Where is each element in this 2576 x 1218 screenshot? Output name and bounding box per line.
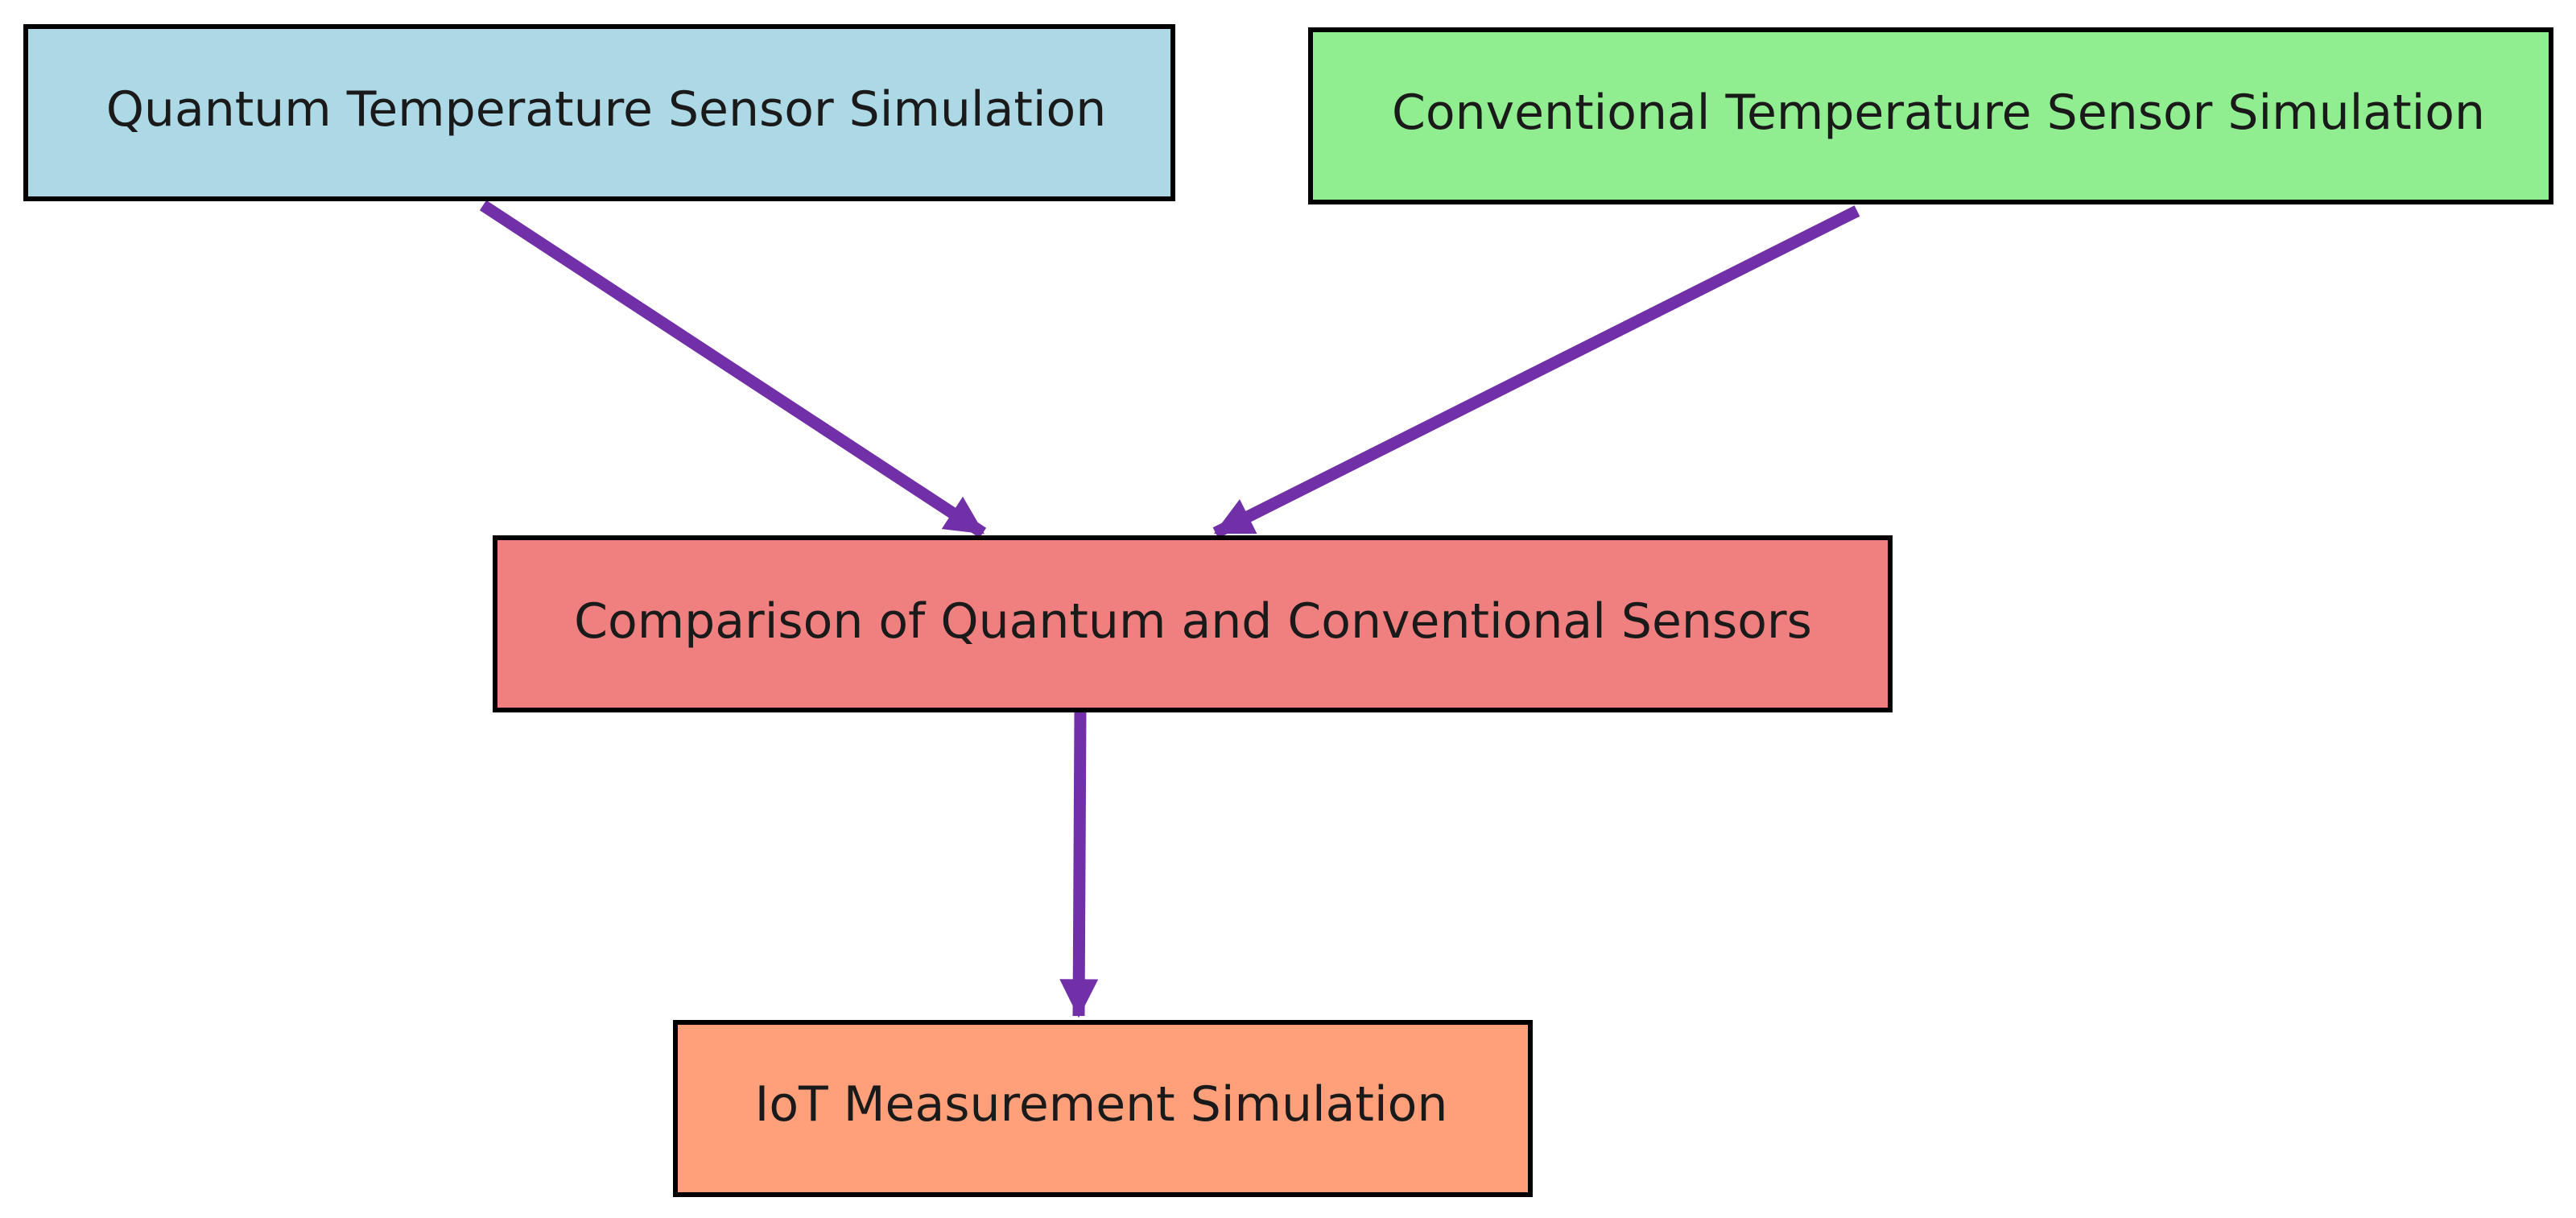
node-iot-measurement-simulation: IoT Measurement Simulation bbox=[673, 1020, 1533, 1197]
arrow-conventional-to-comparison bbox=[1212, 205, 1860, 539]
node-box bbox=[673, 1020, 1533, 1197]
node-box bbox=[493, 535, 1893, 712]
arrow-quantum-to-comparison bbox=[479, 200, 987, 539]
node-conventional-sensor-simulation: Conventional Temperature Sensor Simulati… bbox=[1308, 27, 2553, 204]
arrow-comparison-to-iot bbox=[1059, 711, 1099, 1018]
node-label: IoT Measurement Simulation bbox=[755, 1076, 1448, 1133]
node-box bbox=[1308, 27, 2553, 204]
node-label: Conventional Temperature Sensor Simulati… bbox=[1392, 85, 2485, 141]
node-label: Quantum Temperature Sensor Simulation bbox=[106, 81, 1107, 138]
edges bbox=[479, 200, 1860, 1018]
node-box bbox=[23, 24, 1175, 201]
node-quantum-sensor-simulation: Quantum Temperature Sensor Simulation bbox=[23, 24, 1175, 201]
node-comparison-of-sensors: Comparison of Quantum and Conventional S… bbox=[493, 535, 1893, 712]
node-label: Comparison of Quantum and Conventional S… bbox=[574, 593, 1812, 650]
